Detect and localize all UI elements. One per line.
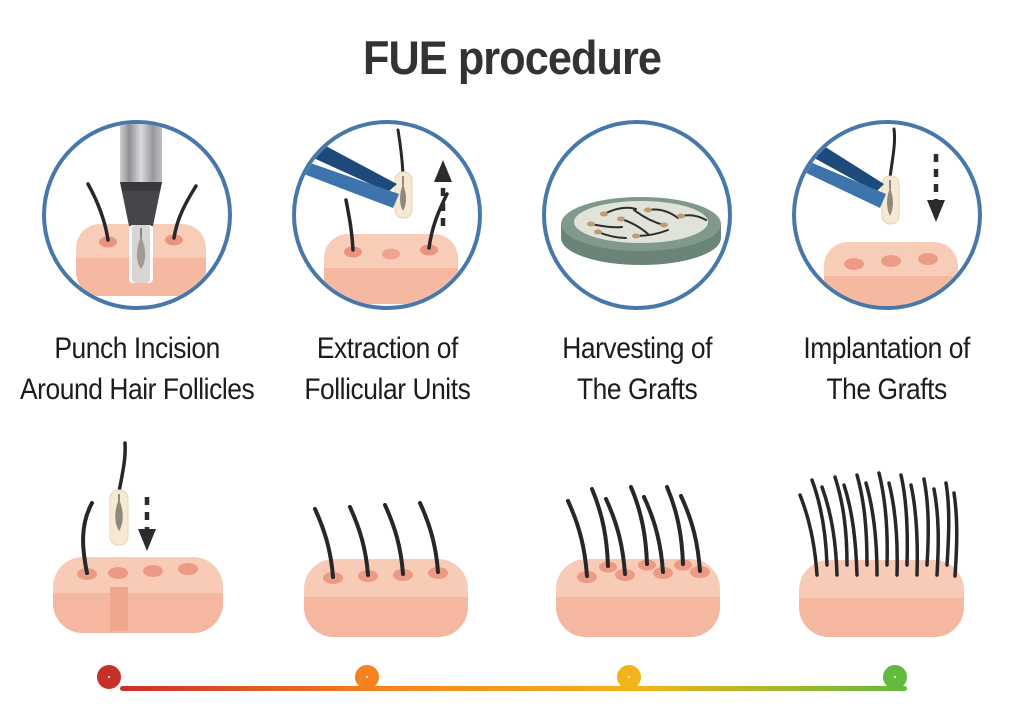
tweezers-extraction-up-arrow-illustration [292, 120, 482, 310]
procedure-steps-row: Punch Incision Around Hair Follicles [12, 120, 1012, 410]
label-line: Harvesting of [562, 332, 712, 365]
graft-bulbs [587, 207, 685, 239]
label-line: Around Hair Follicles [19, 373, 255, 406]
label-line: The Grafts [826, 373, 948, 406]
skin-patch [824, 242, 958, 306]
hairs [798, 471, 959, 578]
growth-stage-4-icon [798, 471, 964, 637]
skin-patch [799, 560, 964, 637]
page-title: FUE procedure [363, 31, 662, 84]
tweezers [796, 136, 886, 208]
hairs [566, 485, 702, 578]
punch-tool-incision-illustration [42, 120, 232, 310]
skin-patch [324, 234, 458, 304]
skin-patch [53, 557, 223, 633]
step-punch-incision: Punch Incision Around Hair Follicles [4, 120, 270, 410]
growth-stage-2-icon [304, 501, 468, 637]
punch-incision-icon [76, 124, 206, 296]
hairs [86, 182, 198, 242]
extraction-icon [296, 128, 458, 304]
growth-stage-4-illustration [772, 435, 1002, 655]
growth-stage-2-illustration [272, 435, 502, 655]
skin-patch [304, 559, 468, 637]
timeline-dot-stage-4 [883, 665, 907, 689]
petri-dish-grafts-illustration [542, 120, 732, 310]
down-arrow [138, 497, 156, 551]
follicle-graft [881, 127, 900, 225]
skin-patch [556, 559, 720, 637]
hair-growth-progress-row [12, 435, 1012, 655]
petri-dish-icon [561, 197, 721, 265]
step-implantation: Implantation of The Grafts [792, 120, 982, 410]
step-extraction: Extraction of Follicular Units [292, 120, 482, 410]
tweezers-implantation-down-arrow-illustration [792, 120, 982, 310]
label-line: Follicular Units [303, 373, 471, 406]
follicle-graft [109, 441, 129, 546]
step-harvesting: Harvesting of The Grafts [542, 120, 732, 410]
step-label-implantation: Implantation of The Grafts [804, 328, 971, 410]
label-line: Punch Incision [54, 332, 220, 365]
single-hair [81, 501, 94, 575]
punch-tool [120, 124, 162, 283]
up-arrow [434, 160, 452, 226]
step-label-extraction: Extraction of Follicular Units [303, 328, 471, 410]
growth-stage-1-icon [53, 441, 223, 633]
label-line: Extraction of [316, 332, 458, 365]
growth-stage-3-illustration [522, 435, 752, 655]
growth-stage-3-icon [556, 485, 720, 637]
implantation-icon [796, 127, 958, 306]
timeline-dot-stage-3 [617, 665, 641, 689]
tweezers [296, 137, 399, 208]
progress-timeline [0, 660, 1024, 720]
timeline-dot-stage-1 [97, 665, 121, 689]
down-arrow [927, 154, 945, 222]
step-label-punch-incision: Punch Incision Around Hair Follicles [19, 328, 255, 410]
label-line: The Grafts [576, 373, 698, 406]
hairs [313, 501, 440, 579]
step-label-harvesting: Harvesting of The Grafts [562, 328, 712, 410]
hairs [344, 192, 449, 252]
petri-dish [561, 197, 721, 265]
timeline-gradient-line [120, 686, 907, 691]
label-line: Implantation of [803, 332, 971, 365]
timeline-dot-stage-2 [355, 665, 379, 689]
follicle-graft [394, 128, 413, 219]
growth-stage-1-illustration [22, 435, 252, 655]
